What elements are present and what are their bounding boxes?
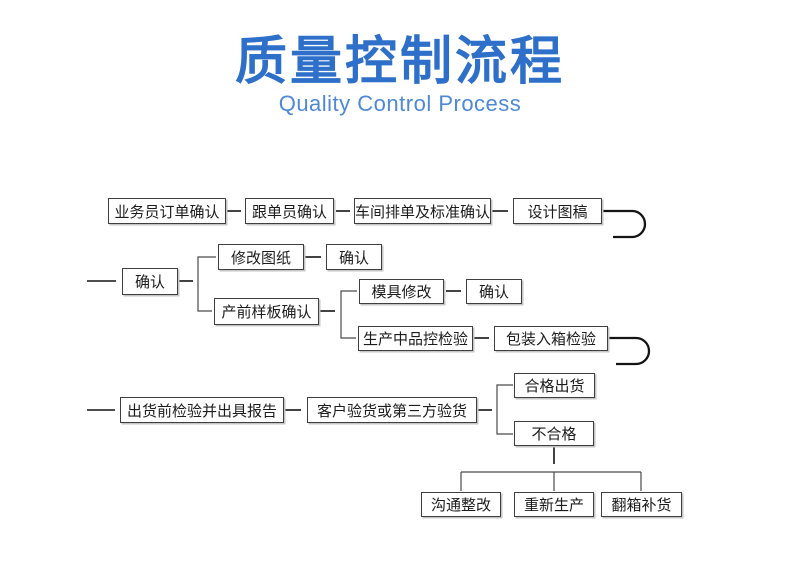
flow-node-confirm-3: 确认	[466, 279, 522, 304]
uturn-arrow-after-design-draft	[603, 209, 647, 239]
flow-node-communicate-rectify: 沟通整改	[421, 492, 501, 517]
flow-node-customer-third-party: 客户验货或第三方验货	[307, 397, 477, 423]
flow-node-design-draft: 设计图稿	[513, 198, 602, 224]
flow-node-mold-modification: 模具修改	[359, 279, 444, 304]
branch-bracket-confirm-1	[197, 256, 216, 312]
uturn-arrow-after-packing	[609, 336, 651, 366]
branch-bracket-presample	[340, 290, 357, 339]
flow-node-confirm-1: 确认	[122, 268, 178, 295]
branch-bracket-customer	[496, 384, 513, 435]
flow-node-confirm-2: 确认	[326, 244, 382, 270]
flow-node-unqualified: 不合格	[514, 421, 594, 446]
flow-node-pre-production-sample: 产前样板确认	[214, 298, 319, 325]
flow-node-workshop-schedule-confirm: 车间排单及标准确认	[354, 198, 491, 224]
tee-connector-remedies	[460, 471, 642, 491]
flow-node-merchandiser-confirm: 跟单员确认	[245, 198, 334, 224]
flow-node-salesman-order-confirm: 业务员订单确认	[108, 198, 226, 224]
flow-node-pre-shipment-report: 出货前检验并出具报告	[120, 397, 284, 423]
flow-node-repack-replenish: 翻箱补货	[601, 492, 682, 517]
flow-node-re-produce: 重新生产	[514, 492, 594, 517]
flow-node-packing-inspection: 包装入箱检验	[494, 326, 608, 351]
page-subtitle: Quality Control Process	[278, 91, 522, 116]
flow-node-revise-drawing: 修改图纸	[218, 244, 304, 270]
page-title: 质量控制流程	[234, 33, 565, 91]
flow-node-in-process-qc: 生产中品控检验	[358, 326, 473, 351]
flow-node-qualified-ship: 合格出货	[514, 373, 595, 398]
